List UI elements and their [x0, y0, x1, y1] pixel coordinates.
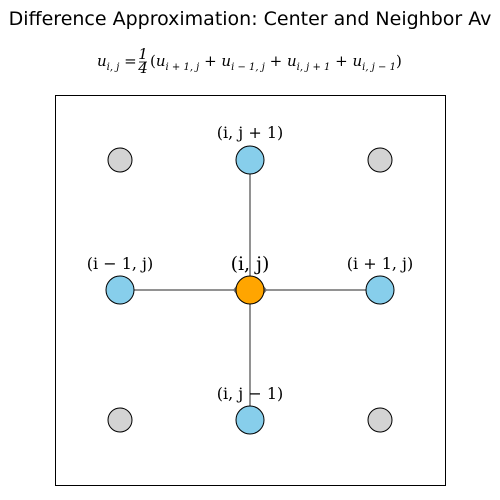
formula-term-1: u	[156, 52, 166, 70]
corner-node-top-right	[367, 147, 393, 173]
formula-term-1-subscript: i + 1, j	[166, 62, 200, 73]
center-node	[235, 275, 265, 305]
formula-lhs-subscript: i, j	[107, 62, 120, 73]
plot-frame	[55, 95, 446, 486]
neighbor-label-top: (i, j + 1)	[217, 123, 284, 142]
center-label: (i, j)	[231, 253, 270, 275]
formula-lhs: ui, j =	[97, 52, 137, 73]
neighbor-node-top	[235, 145, 265, 175]
formula-open-paren: (	[150, 52, 156, 70]
formula-rhs: (ui + 1, j + ui − 1, j + ui, j + 1 + ui,…	[150, 52, 402, 73]
neighbor-label-bottom: (i, j − 1)	[217, 384, 284, 403]
formula-plus-2: +	[265, 52, 287, 70]
formula-close-paren: )	[396, 52, 402, 70]
corner-node-bottom-left	[107, 407, 133, 433]
neighbor-node-left	[105, 275, 135, 305]
formula-fraction-denominator: 4	[137, 59, 148, 77]
formula-term-3: u	[287, 52, 297, 70]
formula-equals: =	[119, 52, 136, 70]
neighbor-label-right: (i + 1, j)	[347, 254, 414, 273]
neighbor-label-left: (i − 1, j)	[87, 254, 154, 273]
formula-term-4-subscript: i, j − 1	[362, 62, 396, 73]
formula-term-2-subscript: i − 1, j	[231, 62, 265, 73]
figure-title: Difference Approximation: Center and Nei…	[9, 8, 492, 30]
corner-node-top-left	[107, 147, 133, 173]
formula-lhs-symbol: u	[97, 52, 107, 70]
formula-plus-3: +	[330, 52, 352, 70]
formula-fraction-numerator: 1	[138, 45, 148, 63]
formula-term-2: u	[221, 52, 231, 70]
neighbor-node-bottom	[235, 405, 265, 435]
formula: ui, j = 1 4 (ui + 1, j + ui − 1, j + ui,…	[97, 45, 402, 77]
corner-node-bottom-right	[367, 407, 393, 433]
formula-term-3-subscript: i, j + 1	[297, 62, 331, 73]
formula-term-4: u	[353, 52, 363, 70]
neighbor-node-right	[365, 275, 395, 305]
formula-plus-1: +	[199, 52, 221, 70]
